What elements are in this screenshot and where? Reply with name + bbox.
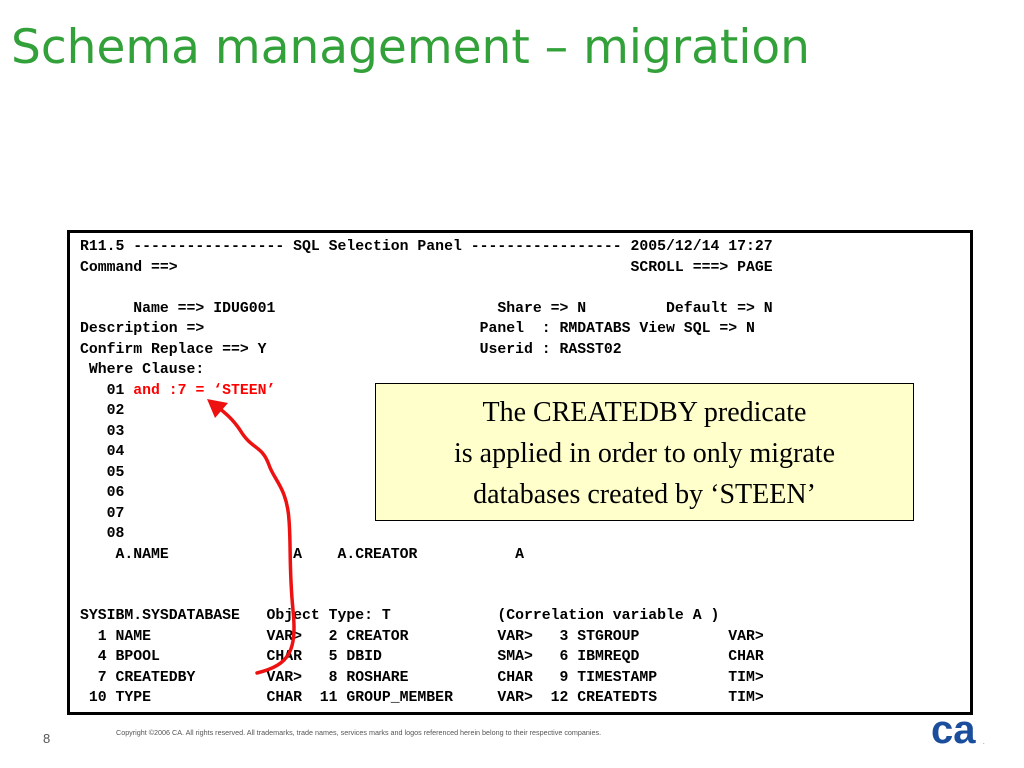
- terminal-line: 01 and :7 = ‘STEEN’: [80, 381, 773, 402]
- terminal-line-text: 01: [80, 382, 134, 399]
- terminal-line-text: 4 BPOOL CHAR 5 DBID SMA> 6 IBMREQD CHAR: [80, 649, 764, 665]
- logo-text: ca: [931, 710, 976, 750]
- terminal-line: Name ==> IDUG001 Share => N Default => N: [80, 299, 773, 320]
- terminal-line-text: A.NAME A A.CREATOR A: [80, 546, 524, 563]
- terminal-line: 07: [80, 504, 773, 525]
- terminal-line: 4 BPOOL CHAR 5 DBID SMA> 6 IBMREQD CHAR: [80, 647, 773, 668]
- terminal-line-text: 03: [80, 423, 125, 440]
- terminal-line-text: Command ==> SCROLL ===> PAGE: [80, 259, 773, 276]
- terminal-line: 10 TYPE CHAR 11 GROUP_MEMBER VAR> 12 CRE…: [80, 688, 773, 709]
- terminal-line-text: R11.5 ----------------- SQL Selection Pa…: [80, 239, 773, 255]
- copyright-notice: Copyright ©2006 CA. All rights reserved.…: [116, 728, 602, 737]
- terminal-line-text: 1 NAME VAR> 2 CREATOR VAR> 3 STGROUP VAR…: [80, 628, 764, 645]
- callout-box: The CREATEDBY predicate is applied in or…: [375, 383, 914, 521]
- terminal-line: A.NAME A A.CREATOR A: [80, 545, 773, 566]
- terminal-line: 08: [80, 524, 773, 545]
- callout-line: is applied in order to only migrate: [453, 438, 836, 469]
- terminal-line: 02: [80, 401, 773, 422]
- terminal-line: 04: [80, 442, 773, 463]
- terminal-line-text: 06: [80, 485, 125, 501]
- callout-line: databases created by ‘STEEN’: [473, 479, 816, 510]
- terminal-line-text: 10 TYPE CHAR 11 GROUP_MEMBER VAR> 12 CRE…: [80, 690, 764, 706]
- terminal-line-text: Name ==> IDUG001 Share => N Default => N: [80, 300, 773, 317]
- terminal-line: 7 CREATEDBY VAR> 8 ROSHARE CHAR 9 TIMEST…: [80, 668, 773, 689]
- terminal-line-text: 7 CREATEDBY VAR> 8 ROSHARE CHAR 9 TIMEST…: [80, 669, 764, 686]
- terminal-line-text: 07: [80, 505, 125, 522]
- terminal-line: Confirm Replace ==> Y Userid : RASST02: [80, 340, 773, 361]
- terminal-line: 03: [80, 422, 773, 443]
- terminal-line: SYSIBM.SYSDATABASE Object Type: T (Corre…: [80, 606, 773, 627]
- terminal-line-text: 08: [80, 526, 125, 542]
- terminal-line-text: Confirm Replace ==> Y Userid : RASST02: [80, 341, 622, 358]
- terminal-line: [80, 278, 773, 299]
- callout-line: The CREATEDBY predicate: [482, 397, 807, 428]
- where-clause-predicate: and :7 = ‘STEEN’: [133, 382, 276, 399]
- terminal-line: Command ==> SCROLL ===> PAGE: [80, 258, 773, 279]
- terminal-line-text: 05: [80, 464, 125, 481]
- terminal-line: Where Clause:: [80, 360, 773, 381]
- page-number: 8: [43, 731, 51, 746]
- terminal-line-text: 04: [80, 444, 125, 460]
- svg-text:.: .: [983, 740, 985, 746]
- terminal-line: [80, 565, 773, 586]
- terminal-line: [80, 586, 773, 607]
- terminal-line-text: Where Clause:: [80, 362, 205, 378]
- terminal-line: 05: [80, 463, 773, 484]
- slide-title: Schema management – migration: [11, 20, 810, 75]
- ca-logo-icon: ca .: [931, 710, 985, 750]
- terminal-line-text: Description => Panel : RMDATABS View SQL…: [80, 321, 755, 337]
- terminal-line: 1 NAME VAR> 2 CREATOR VAR> 3 STGROUP VAR…: [80, 627, 773, 648]
- terminal-line-text: 02: [80, 403, 125, 419]
- terminal-line: R11.5 ----------------- SQL Selection Pa…: [80, 237, 773, 258]
- terminal-line: 06: [80, 483, 773, 504]
- terminal-line: Description => Panel : RMDATABS View SQL…: [80, 319, 773, 340]
- terminal-line-text: SYSIBM.SYSDATABASE Object Type: T (Corre…: [80, 608, 720, 624]
